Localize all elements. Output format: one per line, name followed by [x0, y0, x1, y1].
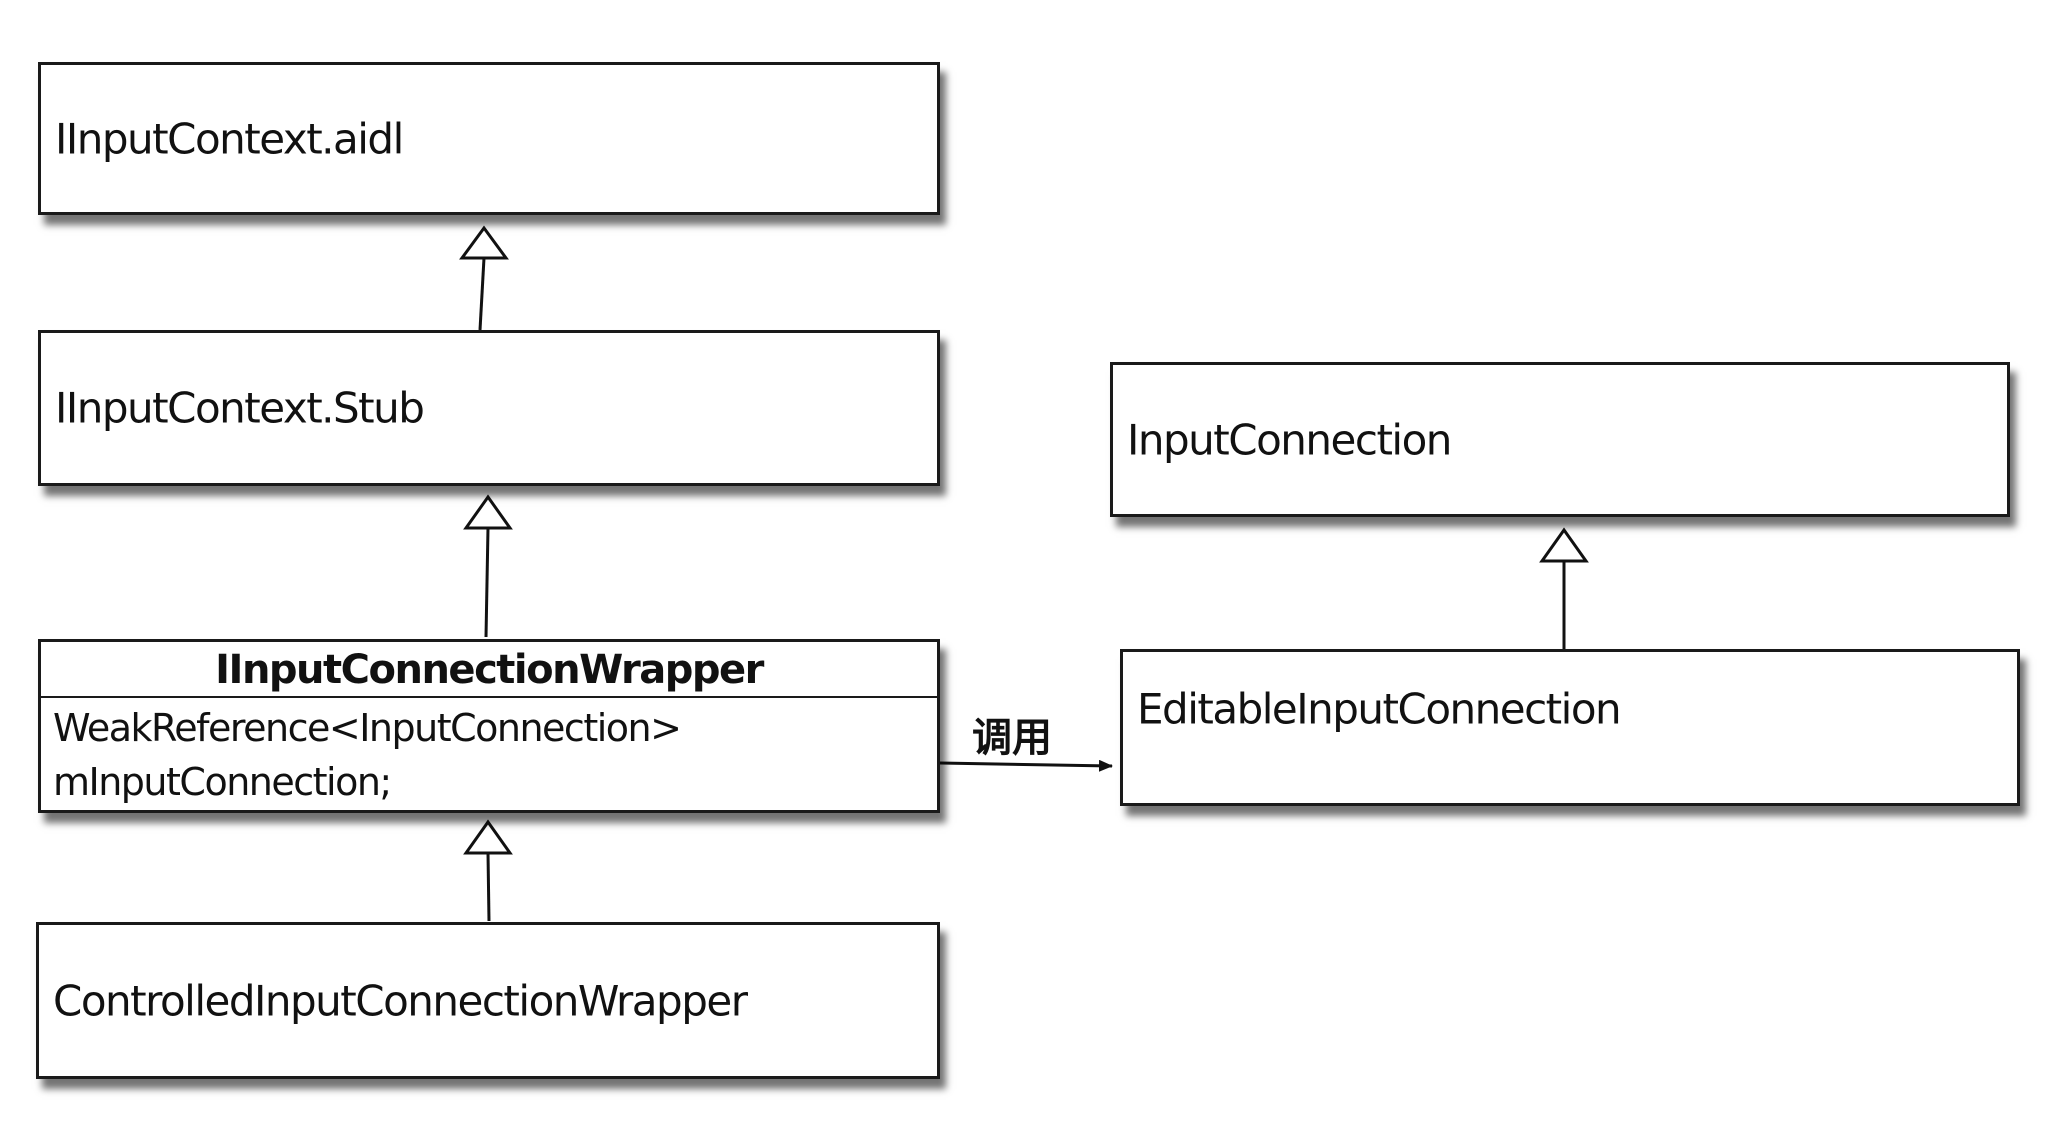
- box-label: IInputContext.Stub: [55, 383, 425, 433]
- box-iinputconnectionwrapper: IInputConnectionWrapper WeakReference<In…: [38, 639, 940, 813]
- box-editableinputconnection: EditableInputConnection: [1120, 649, 2020, 806]
- box-iinputcontext-aidl: IInputContext.aidl: [38, 62, 940, 215]
- box-controlledinputconnectionwrapper: ControlledInputConnectionWrapper: [36, 922, 940, 1079]
- class-name: IInputConnectionWrapper: [41, 642, 937, 698]
- box-iinputcontext-stub: IInputContext.Stub: [38, 330, 940, 486]
- box-label: EditableInputConnection: [1137, 684, 1622, 734]
- box-inputconnection: InputConnection: [1110, 362, 2010, 517]
- call-arrow: [939, 759, 1113, 772]
- box-label: IInputContext.aidl: [55, 114, 404, 163]
- generalization-stub-to-aidl: [459, 225, 509, 331]
- generalization-editable-to-inputconnection: [1539, 527, 1589, 649]
- class-attribute-type: WeakReference<InputConnection>: [53, 706, 682, 750]
- generalization-wrapper-to-stub: [463, 494, 513, 638]
- call-label: 调用: [972, 715, 1052, 761]
- generalization-controlled-to-wrapper: [463, 819, 513, 922]
- box-label: ControlledInputConnectionWrapper: [53, 976, 748, 1025]
- box-label: InputConnection: [1127, 415, 1452, 464]
- class-attribute-name: mInputConnection;: [53, 760, 392, 804]
